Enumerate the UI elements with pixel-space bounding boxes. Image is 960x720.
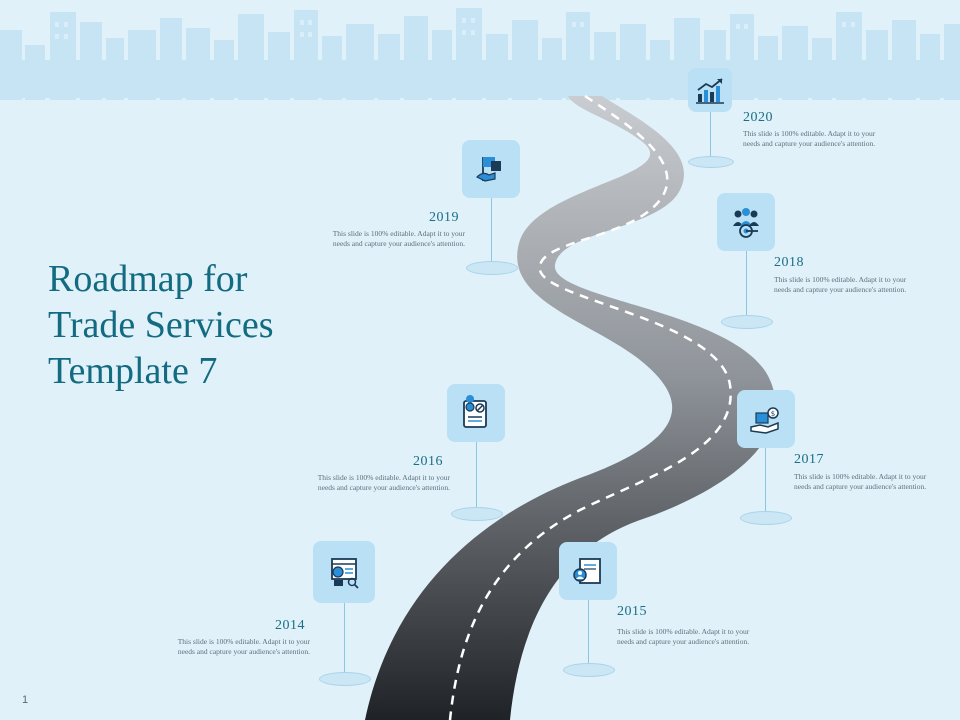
pin-base-2018 xyxy=(721,315,773,329)
document-profile-icon xyxy=(573,558,601,584)
milestone-2020-year: 2020 xyxy=(743,110,773,125)
title-line-3: Template 7 xyxy=(48,350,218,392)
pin-base-2015 xyxy=(563,663,615,677)
page-number: 1 xyxy=(22,694,29,706)
pin-base-2017 xyxy=(740,511,792,525)
pin-line-2018 xyxy=(746,250,747,318)
pin-line-2015 xyxy=(588,600,589,666)
milestone-2020-text: This slide is 100% editable. Adapt it to… xyxy=(743,129,876,148)
handshake-flag-icon xyxy=(475,157,501,182)
milestone-2015-text: This slide is 100% editable. Adapt it to… xyxy=(617,627,750,646)
milestone-2015-icon-box xyxy=(559,542,617,600)
milestone-2018-year: 2018 xyxy=(774,255,804,270)
pin-base-2014 xyxy=(319,672,371,686)
pin-base-2020 xyxy=(688,156,734,168)
milestone-2019-text: This slide is 100% editable. Adapt it to… xyxy=(332,229,465,248)
pin-line-2019 xyxy=(491,198,492,264)
milestone-2017-icon-box: $ xyxy=(737,390,795,448)
city-skyline xyxy=(0,8,960,100)
milestone-2016-icon-box xyxy=(447,384,505,442)
finance-report-icon xyxy=(331,558,359,589)
milestone-2019-year: 2019 xyxy=(429,210,459,225)
pin-line-2016 xyxy=(476,442,477,510)
pin-line-2020 xyxy=(710,110,711,160)
milestone-2019-icon-box xyxy=(462,140,520,198)
growth-chart-icon xyxy=(696,78,724,104)
milestone-2017-text: This slide is 100% editable. Adapt it to… xyxy=(794,472,927,491)
location-book-icon xyxy=(463,395,487,428)
milestone-2016-text: This slide is 100% editable. Adapt it to… xyxy=(317,473,450,492)
money-hand-icon: $ xyxy=(750,407,779,434)
milestone-2014-icon-box xyxy=(313,541,375,603)
team-target-icon xyxy=(733,208,759,238)
milestone-2017-year: 2017 xyxy=(794,452,824,467)
title-line-2: Trade Services xyxy=(48,304,274,346)
milestone-2020-icon-box xyxy=(688,68,732,112)
svg-text:$: $ xyxy=(771,410,775,418)
title-line-1: Roadmap for xyxy=(48,258,248,300)
pin-base-2016 xyxy=(451,507,503,521)
milestone-2016-year: 2016 xyxy=(413,454,443,469)
slide-title: Roadmap for Trade Services Template 7 xyxy=(48,256,348,394)
pin-line-2014 xyxy=(344,602,345,674)
milestone-2018-text: This slide is 100% editable. Adapt it to… xyxy=(774,275,907,294)
milestone-2015-year: 2015 xyxy=(617,604,647,619)
milestone-2014-year: 2014 xyxy=(275,618,305,633)
pin-base-2019 xyxy=(466,261,518,275)
milestone-2018-icon-box xyxy=(717,193,775,251)
pin-line-2017 xyxy=(765,446,766,514)
milestone-2014-text: This slide is 100% editable. Adapt it to… xyxy=(177,637,310,656)
